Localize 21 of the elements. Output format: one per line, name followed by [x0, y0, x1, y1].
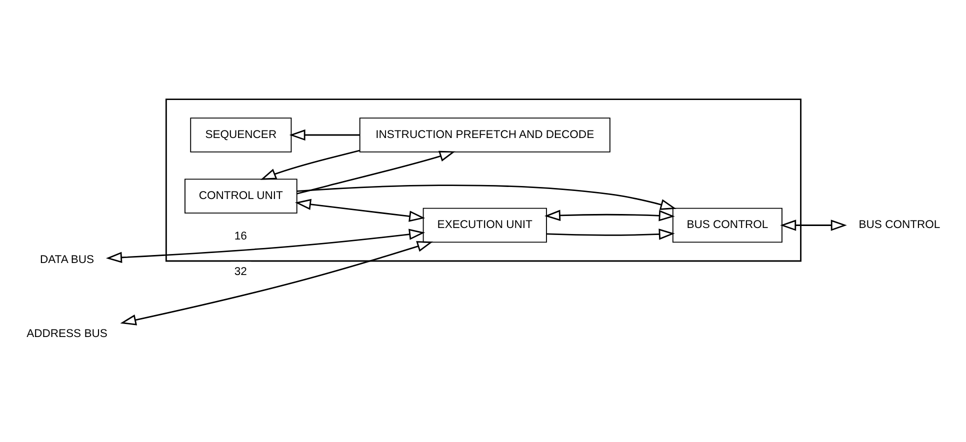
arrow — [106, 228, 426, 263]
arrow — [296, 184, 676, 210]
arrow — [260, 149, 360, 180]
node-text: ADDRESS BUS — [26, 328, 108, 340]
node-text: DATA BUS — [40, 253, 94, 266]
arrow — [544, 209, 675, 221]
node-box: SEQUENCER — [190, 117, 292, 152]
cluster — [165, 98, 802, 262]
arrow — [120, 240, 434, 325]
edge-label: 16 — [234, 230, 247, 242]
node-box: CONTROL UNIT — [184, 178, 298, 213]
arrow — [780, 219, 847, 230]
node-box: EXECUTION UNIT — [422, 207, 547, 242]
node-box: BUS CONTROL — [672, 207, 782, 242]
arrow — [546, 228, 675, 240]
arrow — [289, 128, 360, 140]
node-box: INSTRUCTION PREFETCH AND DECODE — [359, 117, 610, 152]
node-text: BUS CONTROL — [858, 218, 940, 231]
arrow — [294, 198, 426, 222]
edge-label: 32 — [234, 266, 247, 278]
arrow — [296, 150, 456, 194]
